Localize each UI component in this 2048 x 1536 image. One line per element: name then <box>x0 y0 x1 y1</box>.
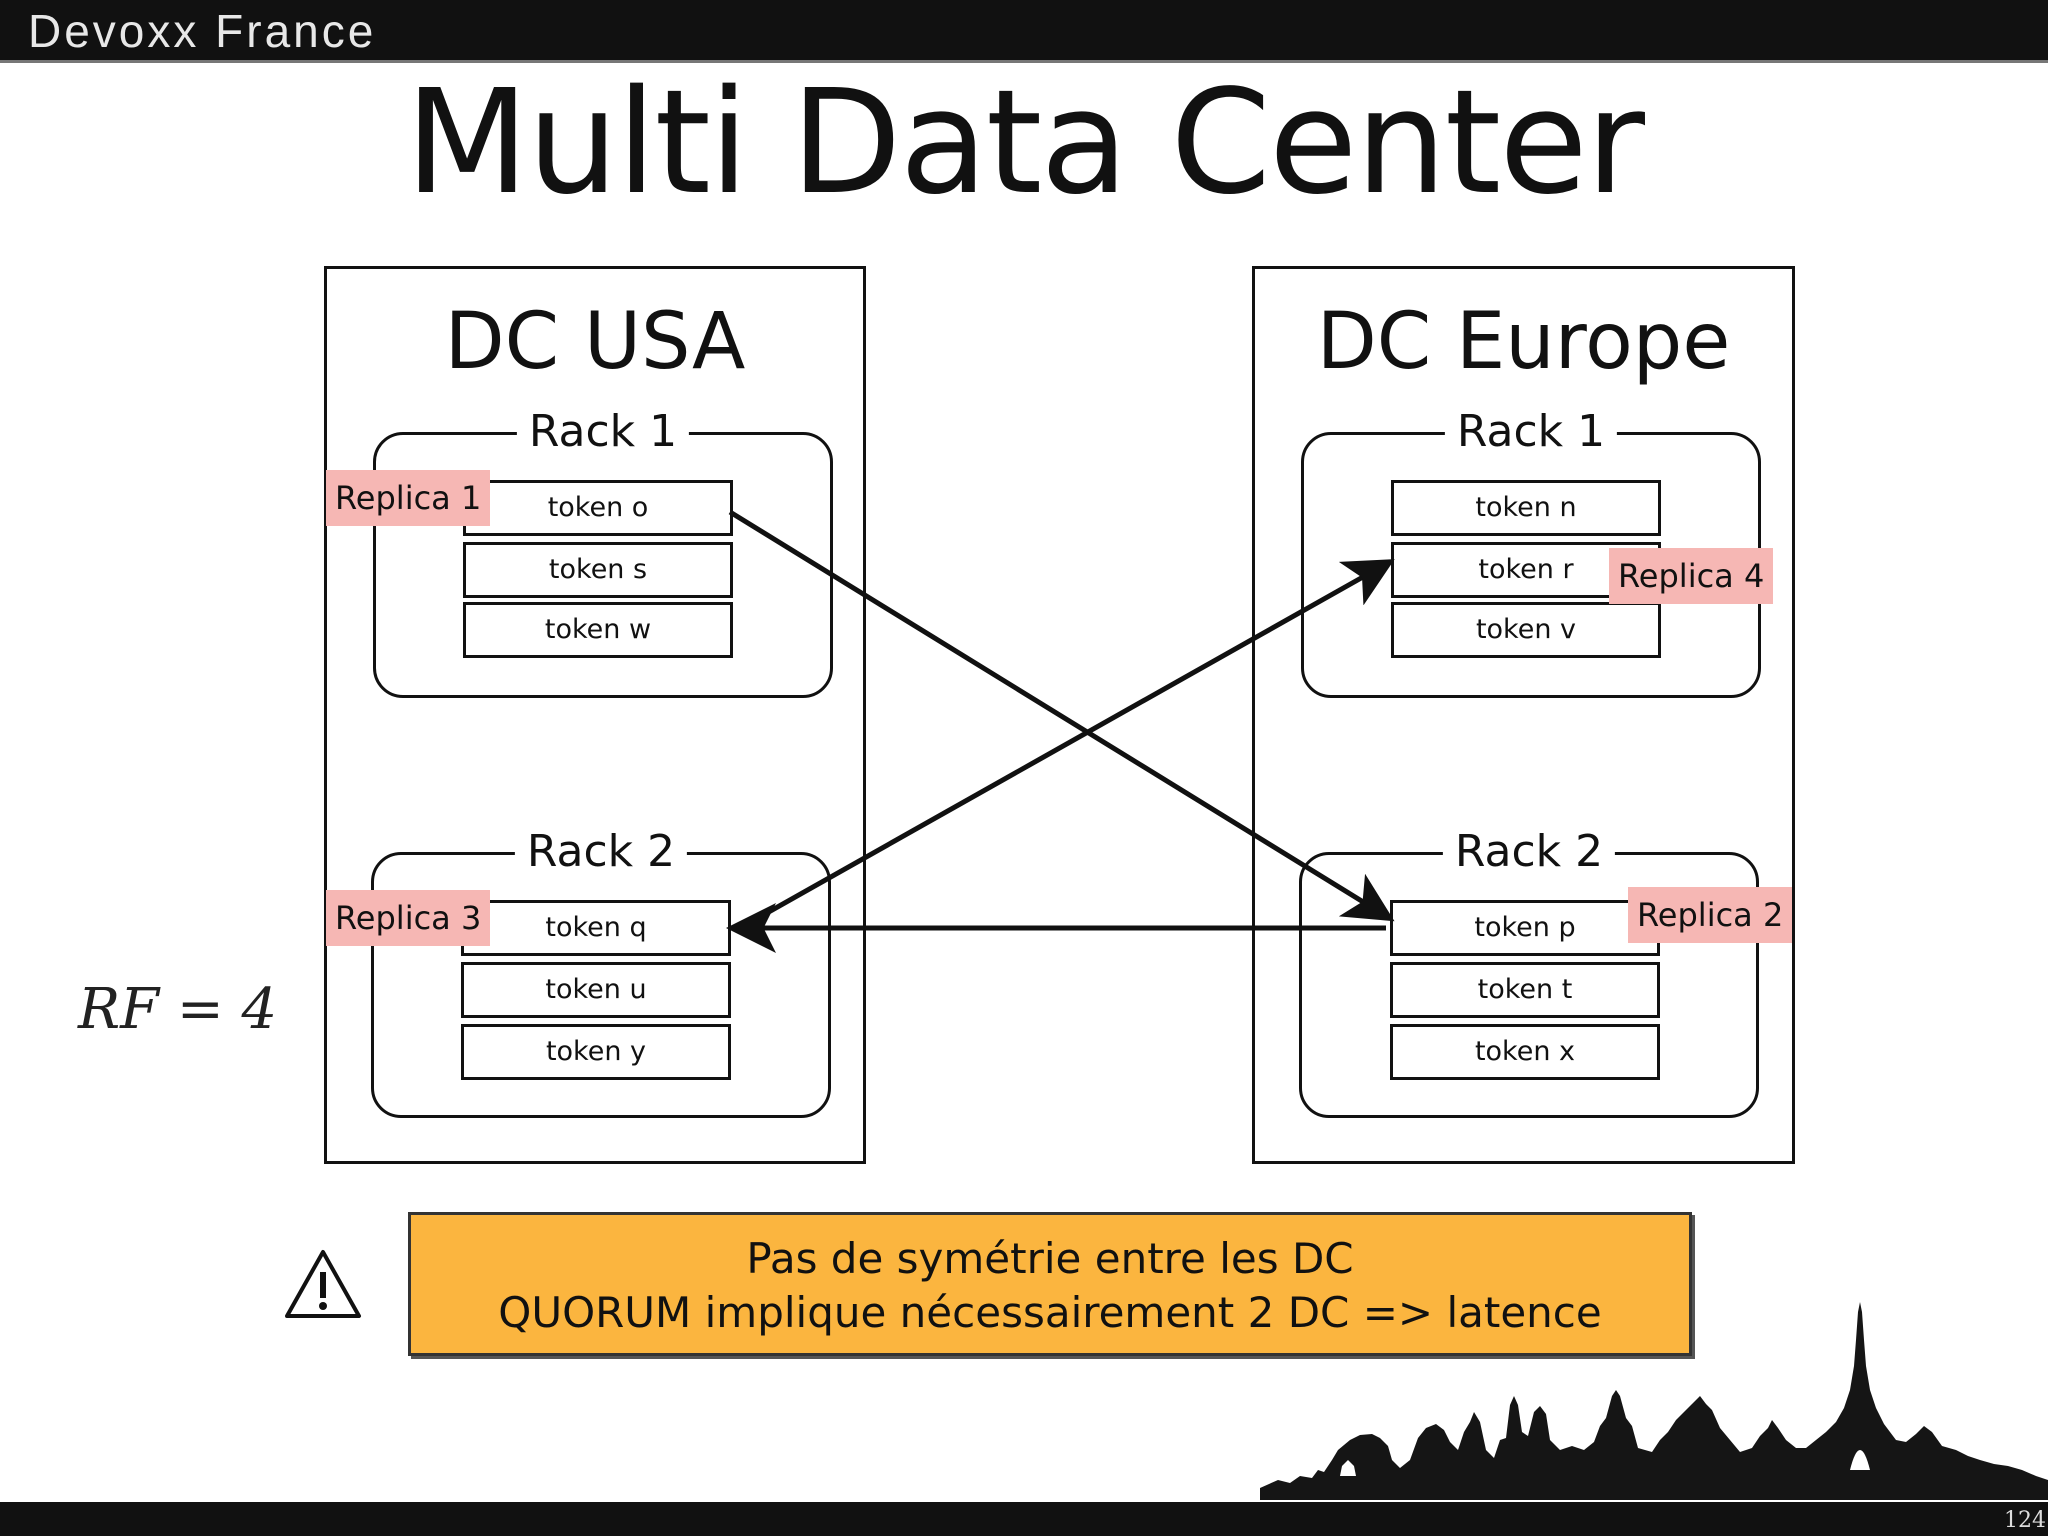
datacenter-usa-title: DC USA <box>444 297 746 387</box>
page-number: 124 <box>2004 1508 2046 1533</box>
usa-rack-2-label: Rack 2 <box>514 823 688 881</box>
token-box: token x <box>1390 1024 1660 1080</box>
token-box: token p <box>1390 900 1660 956</box>
footer-bar <box>0 1502 2048 1536</box>
replica-4-label: Replica 4 <box>1609 548 1774 604</box>
datacenter-europe-title: DC Europe <box>1316 297 1731 387</box>
token-box: token o <box>463 480 733 536</box>
token-box: token w <box>463 602 733 658</box>
token-box: token n <box>1391 480 1661 536</box>
replica-3-label: Replica 3 <box>326 890 491 946</box>
europe-rack-2-label: Rack 2 <box>1442 823 1616 881</box>
token-box: token v <box>1391 602 1661 658</box>
europe-rack-2: Rack 2 <box>1299 823 1759 1118</box>
token-box: token u <box>461 962 731 1018</box>
slide-title: Multi Data Center <box>404 58 1645 226</box>
paris-skyline-image <box>1260 1302 2048 1500</box>
warning-note: Pas de symétrie entre les DC QUORUM impl… <box>408 1212 1692 1356</box>
conference-brand: Devoxx France <box>28 5 377 57</box>
replication-factor-label: RF = 4 <box>78 977 278 1042</box>
warning-icon <box>285 1250 361 1318</box>
warning-note-line-1: Pas de symétrie entre les DC <box>746 1234 1354 1283</box>
europe-rack-1-label: Rack 1 <box>1444 403 1618 461</box>
token-box: token y <box>461 1024 731 1080</box>
token-box: token q <box>461 900 731 956</box>
token-box: token t <box>1390 962 1660 1018</box>
header-bar: Devoxx France <box>0 0 2048 63</box>
usa-rack-1: Rack 1 <box>373 403 833 698</box>
token-box: token s <box>463 542 733 598</box>
warning-note-line-2: QUORUM implique nécessairement 2 DC => l… <box>498 1288 1602 1337</box>
replica-2-label: Replica 2 <box>1628 887 1793 943</box>
replica-1-label: Replica 1 <box>326 470 491 526</box>
usa-rack-1-label: Rack 1 <box>516 403 690 461</box>
usa-rack-2: Rack 2 <box>371 823 831 1118</box>
